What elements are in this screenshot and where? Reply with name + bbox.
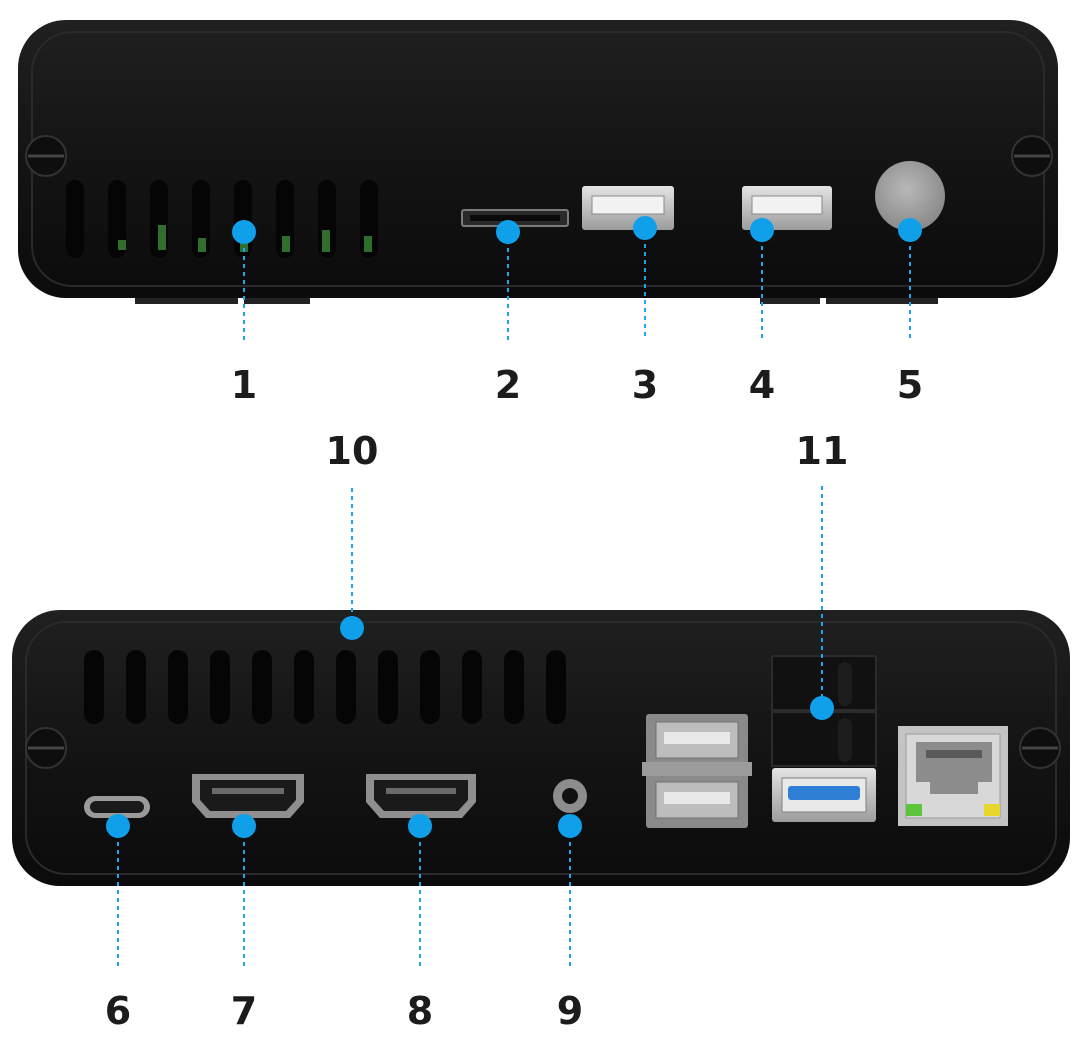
- callout-label-6: 6: [105, 989, 131, 1033]
- usb-3-port: [772, 768, 876, 822]
- callout-dots: [106, 216, 922, 838]
- usb-c-port: [84, 796, 150, 818]
- microsd-slot: [461, 209, 569, 227]
- callout-label-7: 7: [231, 989, 257, 1033]
- audio-jack: [553, 779, 587, 813]
- front-chassis: [18, 20, 1058, 298]
- callout-dot-6: [106, 814, 130, 838]
- callout-dot-11: [810, 696, 834, 720]
- callout-dot-9: [558, 814, 582, 838]
- dual-usb-a-ports: [642, 714, 752, 828]
- leader-lines: [117, 228, 911, 968]
- rear-panel: [12, 610, 1070, 886]
- front-screw-left: [25, 135, 67, 177]
- hdmi-port-2: [366, 774, 476, 818]
- front-vent-slots: [66, 180, 378, 258]
- callout-dot-8: [408, 814, 432, 838]
- front-screw-right: [1011, 135, 1053, 177]
- ethernet-port: [898, 726, 1008, 826]
- rear-vent-slots: [84, 650, 566, 724]
- callout-dot-2: [496, 220, 520, 244]
- usb-a-port-front-1: [582, 186, 674, 230]
- callout-dot-3: [633, 216, 657, 240]
- callout-label-11: 11: [796, 429, 849, 473]
- callout-dot-10: [340, 616, 364, 640]
- callout-label-8: 8: [407, 989, 433, 1033]
- power-button: [875, 161, 945, 231]
- callout-dot-7: [232, 814, 256, 838]
- callout-dot-4: [750, 218, 774, 242]
- callout-label-5: 5: [897, 363, 923, 407]
- front-panel: [18, 20, 1058, 304]
- callout-label-3: 3: [632, 363, 658, 407]
- callout-label-9: 9: [557, 989, 583, 1033]
- callout-label-10: 10: [326, 429, 379, 473]
- hdmi-port-1: [192, 774, 304, 818]
- callout-label-1: 1: [231, 363, 257, 407]
- rear-screw-right: [1019, 727, 1061, 769]
- callout-label-4: 4: [749, 363, 775, 407]
- callout-label-2: 2: [495, 363, 521, 407]
- rear-screw-left: [25, 727, 67, 769]
- callout-labels: 1 2 3 4 5 6 7 8 9 10 11: [105, 363, 923, 1033]
- callout-dot-1: [232, 220, 256, 244]
- callout-dot-5: [898, 218, 922, 242]
